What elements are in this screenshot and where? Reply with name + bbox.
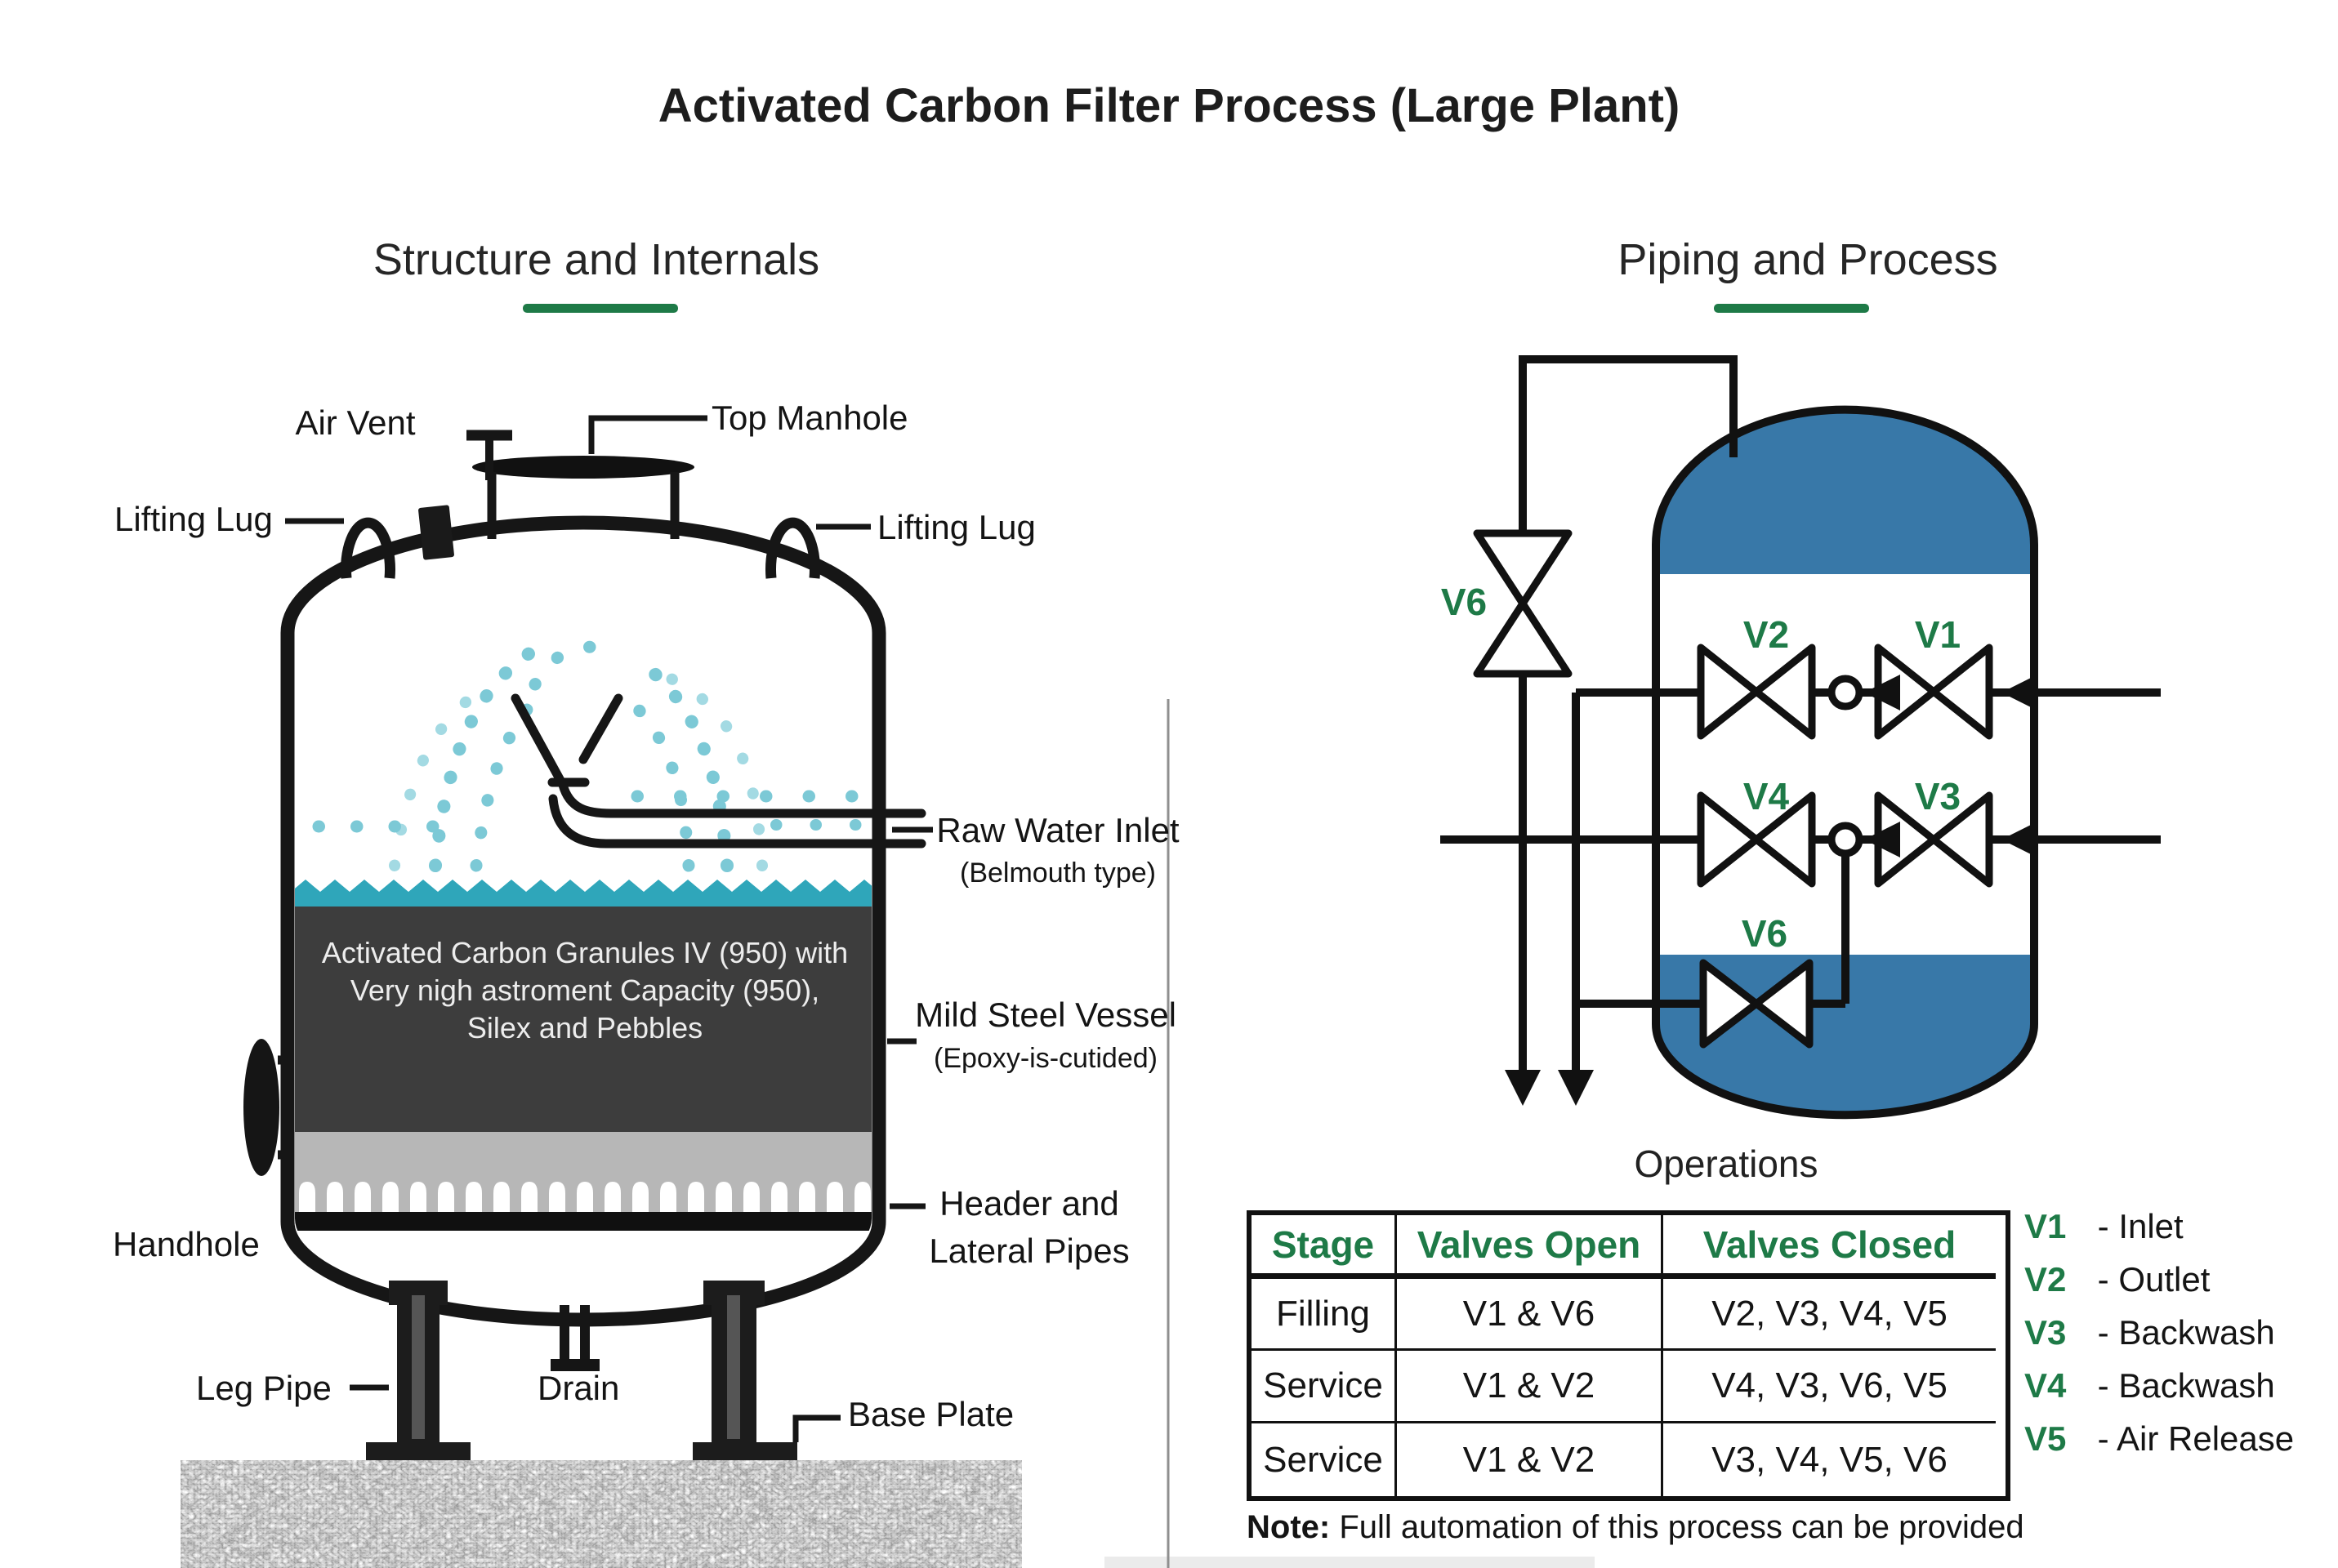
page-title: Activated Carbon Filter Process (Large P… [658, 79, 1680, 132]
valve-tag-v2: V2 [1742, 613, 1790, 656]
air-vent-icon [466, 430, 512, 480]
water-band [295, 880, 872, 910]
label-base-plate: Base Plate [848, 1395, 1015, 1433]
vessel-interior [295, 640, 872, 1231]
table-header-stage: Stage [1252, 1215, 1397, 1279]
table-cell: V3, V4, V5, V6 [1711, 1439, 1948, 1480]
legend-item-v1: V1 - Inlet [2024, 1207, 2184, 1246]
label-drain: Drain [538, 1369, 620, 1407]
drain-icon [551, 1305, 600, 1371]
table-cell: Service [1252, 1351, 1397, 1423]
valve-tag-v6-bottom: V6 [1741, 912, 1788, 955]
carbon-bed [295, 906, 872, 1134]
label-header-line2: Lateral Pipes [929, 1232, 1130, 1270]
legend-item-v2: V2 - Outlet [2024, 1260, 2210, 1299]
table-cell: Filling [1252, 1279, 1397, 1351]
ground-texture [181, 1460, 1022, 1568]
legend-code: V3 [2024, 1313, 2067, 1352]
water-spray [312, 640, 872, 872]
note-label: Note: [1247, 1509, 1331, 1545]
ground-shadow-strip [1104, 1557, 1595, 1568]
junction-node-bottom [1827, 822, 1863, 858]
lifting-lug-left-icon [341, 517, 395, 579]
table-header-valves-closed: Valves Closed [1663, 1215, 1996, 1279]
legend-code: V1 [2024, 1207, 2067, 1245]
label-top-manhole: Top Manhole [712, 399, 908, 437]
valve-tag-v1: V1 [1914, 613, 1961, 656]
handhole-icon [243, 1039, 292, 1176]
top-manhole-icon [472, 456, 694, 539]
label-handhole: Handhole [113, 1225, 260, 1263]
flow-arrows [1505, 675, 2037, 1106]
valve-v4-icon [1697, 791, 1816, 888]
section-heading-piping: Piping and Process [1617, 235, 1998, 284]
heading-underline-right [1714, 304, 1869, 313]
strainer-nozzles [295, 1178, 872, 1212]
valve-v2-icon [1697, 644, 1816, 740]
valve-symbols [1473, 529, 1993, 1049]
legs-and-base [366, 1281, 797, 1460]
table-cell: Service [1252, 1423, 1397, 1496]
section-heading-structure: Structure and Internals [373, 235, 820, 284]
legend-desc: - Air Release [2097, 1419, 2295, 1458]
valve-v6-top-icon [1473, 529, 1573, 678]
legend-desc: - Inlet [2097, 1207, 2184, 1245]
legend-desc: - Outlet [2097, 1260, 2211, 1298]
legend-desc: - Backwash [2097, 1366, 2275, 1405]
valve-v6-bottom-icon [1699, 959, 1814, 1049]
legend-code: V5 [2024, 1419, 2067, 1458]
bellmouth-inlet-pipe [511, 693, 926, 849]
valve-tag-v4: V4 [1742, 775, 1790, 817]
vessel-structure-diagram [181, 415, 1595, 1568]
legend-item-v3: V3 - Backwash [2024, 1313, 2275, 1352]
lifting-lug-right-icon [765, 517, 820, 579]
label-lifting-lug-left: Lifting Lug [114, 500, 273, 538]
table-header-valves-open: Valves Open [1397, 1215, 1663, 1279]
vessel-outline [1652, 405, 2038, 1120]
table-cell: V1 & V2 [1397, 1351, 1663, 1423]
label-mild-steel-vessel-sub: (Epoxy-is-cutided) [934, 1043, 1158, 1074]
vessel-media-text-3: Silex and Pebbles [466, 1011, 703, 1045]
junction-node-top [1827, 675, 1863, 710]
label-leg-pipe: Leg Pipe [196, 1369, 332, 1407]
leader-lines [285, 415, 933, 1442]
table-cell: V4, V3, V6, V5 [1663, 1351, 1996, 1423]
label-header-line1: Header and [939, 1184, 1119, 1223]
table-cell: V2, V3, V4, V5 [1663, 1279, 1996, 1351]
legend-desc: - Backwash [2097, 1313, 2275, 1352]
legend-item-v5: V5 - Air Release [2024, 1419, 2294, 1459]
vessel-media-text-1: Activated Carbon Granules IV (950) with [321, 936, 849, 969]
label-mild-steel-vessel: Mild Steel Vessel [915, 996, 1176, 1034]
dome-nozzle-block [418, 505, 454, 560]
valve-v1-icon [1874, 644, 1993, 740]
header-band [295, 1212, 872, 1231]
legend-code: V4 [2024, 1366, 2067, 1405]
piping-diagram [1440, 355, 2161, 1120]
table-cell: V1 & V2 [1397, 1423, 1663, 1496]
vessel-top-water [1656, 409, 2034, 574]
label-air-vent: Air Vent [295, 403, 416, 442]
label-raw-water-inlet: Raw Water Inlet [936, 811, 1180, 849]
label-raw-water-inlet-sub: (Belmouth type) [960, 858, 1156, 889]
operations-table: Stage Valves Open Valves Closed Filling … [1247, 1210, 2010, 1501]
vessel-media-text-2: Very nigh astroment Capacity (950), [350, 973, 820, 1007]
table-cell: V1 & V6 [1397, 1279, 1663, 1351]
legend-item-v4: V4 - Backwash [2024, 1366, 2275, 1405]
valve-tag-v3: V3 [1914, 775, 1961, 817]
operations-title: Operations [1634, 1143, 1818, 1185]
automation-note: Note: Full automation of this process ca… [1247, 1509, 2024, 1546]
legend-code: V2 [2024, 1260, 2067, 1298]
note-text: Full automation of this process can be p… [1330, 1509, 2024, 1545]
label-lifting-lug-right: Lifting Lug [877, 508, 1036, 546]
heading-underline-left [523, 304, 678, 313]
valve-tag-v6-top: V6 [1440, 581, 1488, 623]
